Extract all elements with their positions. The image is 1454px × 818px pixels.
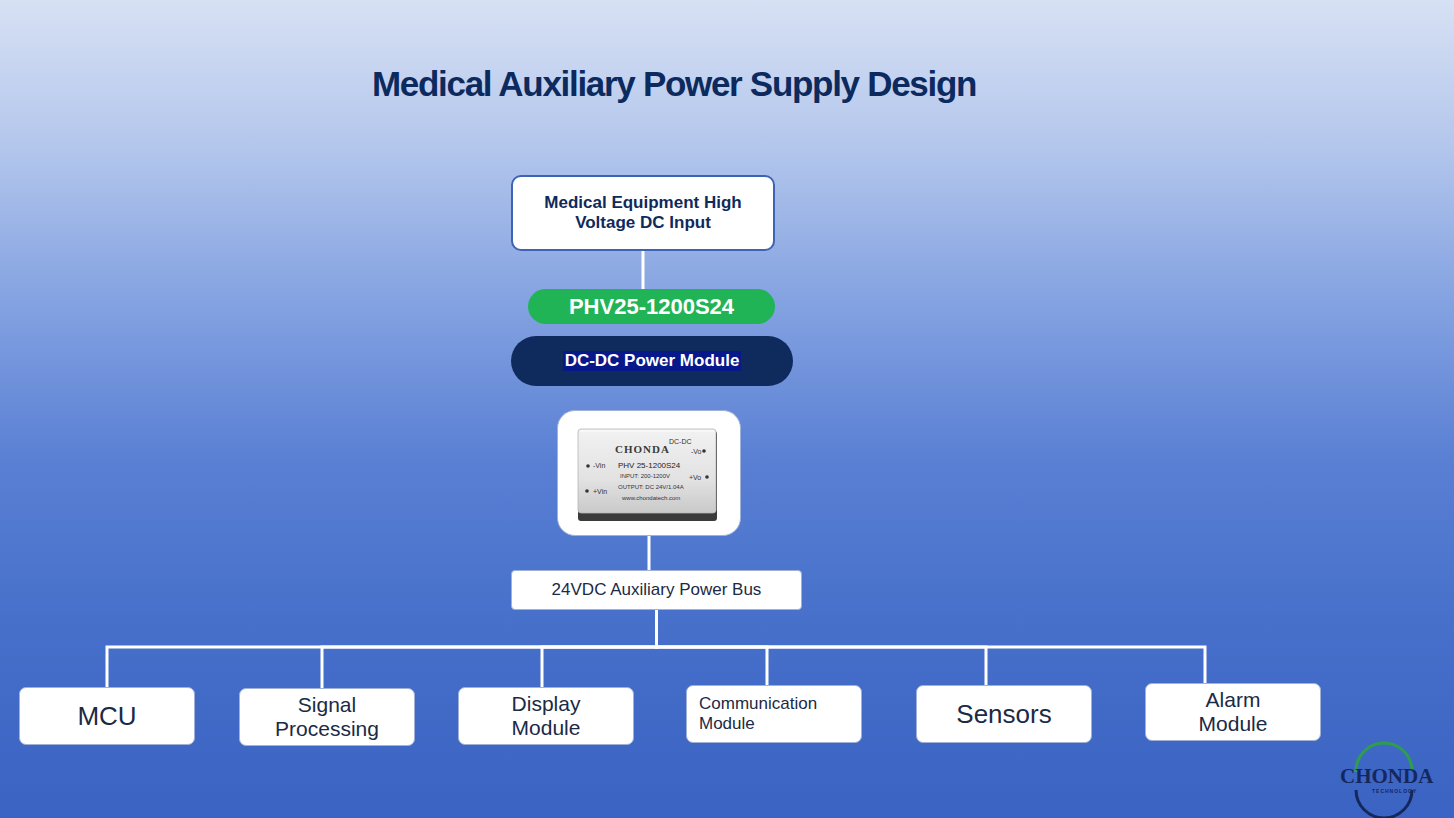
- logo-subtext: TECHNOLOGY: [1372, 789, 1417, 794]
- diagram-title: Medical Auxiliary Power Supply Design: [0, 64, 1348, 104]
- module-print: -Vo: [691, 448, 702, 455]
- node-label: Signal Processing: [267, 693, 387, 741]
- node-label: Sensors: [956, 699, 1051, 730]
- load-box: Sensors: [916, 685, 1092, 743]
- node-label: DC-DC Power Module: [563, 351, 742, 371]
- load-box: Alarm Module: [1145, 683, 1321, 741]
- module-print: PHV 25-1200S24: [618, 462, 680, 470]
- load-box: Communication Module: [686, 685, 862, 743]
- module-pill: DC-DC Power Module: [511, 336, 793, 386]
- module-print: +Vin: [593, 488, 607, 495]
- node-label: 24VDC Auxiliary Power Bus: [552, 580, 762, 600]
- node-label: Display Module: [489, 692, 604, 740]
- logo-arc: [1356, 790, 1412, 818]
- bus-connector: [648, 536, 651, 570]
- node-label: Medical Equipment High Voltage DC Input: [539, 193, 747, 233]
- load-box: Display Module: [458, 687, 634, 745]
- pin-dot: [585, 489, 589, 493]
- bus-connector: [542, 610, 657, 687]
- input-box: Medical Equipment High Voltage DC Input: [511, 175, 775, 251]
- bus-connector: [322, 610, 657, 688]
- node-label: Communication Module: [699, 694, 859, 734]
- pin-dot: [705, 475, 709, 479]
- load-box: Signal Processing: [239, 688, 415, 746]
- module-highlight: [580, 430, 714, 431]
- bus-connector: [657, 610, 1206, 683]
- module-body: [578, 429, 716, 513]
- module-print: +Vo: [689, 474, 701, 481]
- logo-text: CHONDA: [1340, 766, 1433, 787]
- module-print: INPUT: 200-1200V: [620, 473, 670, 479]
- node-label: MCU: [77, 701, 136, 732]
- bus-box: 24VDC Auxiliary Power Bus: [511, 570, 802, 610]
- module-print: OUTPUT: DC 24V/1.04A: [618, 484, 684, 490]
- node-label: Alarm Module: [1178, 688, 1288, 736]
- bus-connector: [642, 251, 645, 289]
- model-pill: PHV25-1200S24: [528, 289, 775, 324]
- node-label: PHV25-1200S24: [569, 294, 734, 320]
- module-print: -Vin: [593, 462, 605, 469]
- pin-dot: [702, 449, 706, 453]
- pin-dot: [586, 464, 590, 468]
- module-print: CHONDA: [615, 444, 670, 455]
- load-box: MCU: [19, 687, 195, 745]
- bus-connector: [107, 610, 657, 687]
- module-print: www.chondatech.com: [622, 495, 680, 501]
- module-print: DC-DC: [669, 438, 692, 445]
- module-photo: [578, 429, 717, 521]
